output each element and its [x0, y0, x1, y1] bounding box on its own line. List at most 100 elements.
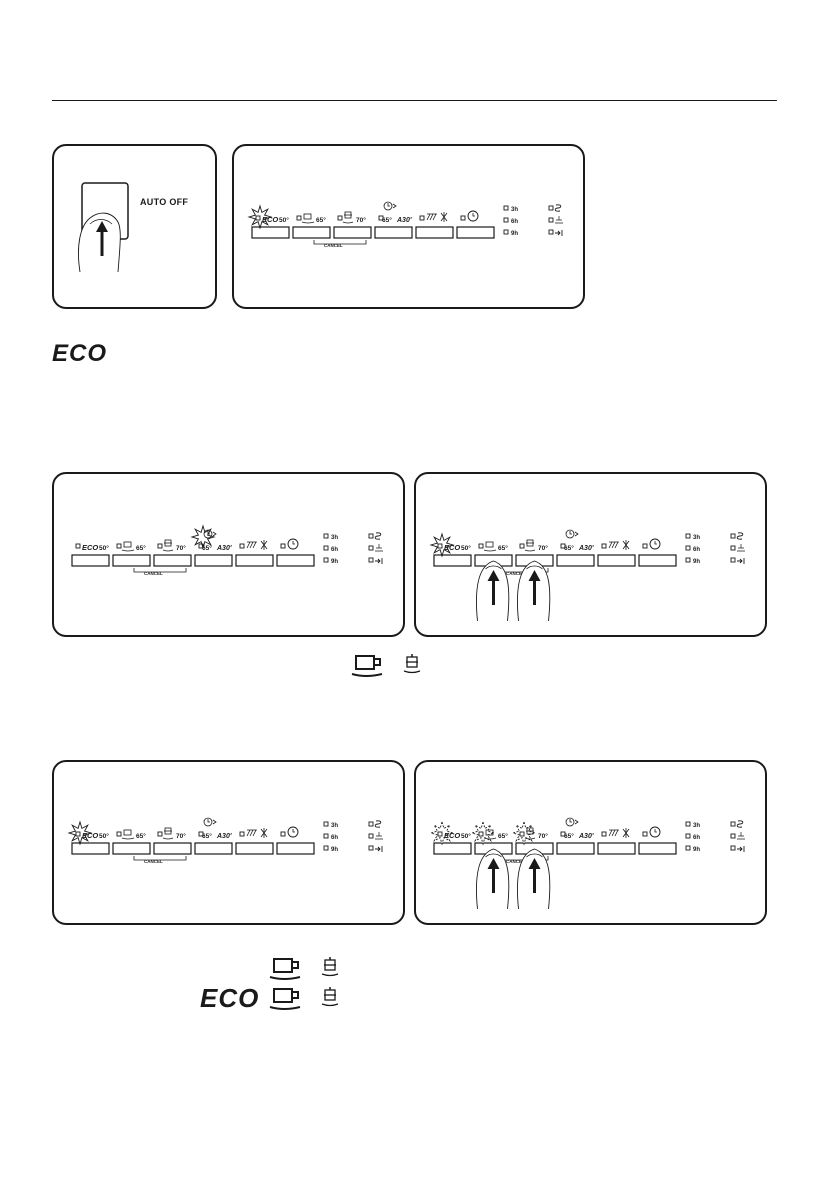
led-delay — [323, 557, 329, 563]
rinse-button[interactable] — [235, 554, 274, 567]
delay-label: 6h — [331, 547, 338, 553]
p70-temp: 70° — [538, 544, 548, 552]
cancel-bracket — [313, 240, 367, 245]
rinse-button[interactable] — [597, 842, 636, 855]
end-icon — [737, 846, 745, 852]
rinse-icon — [426, 213, 437, 221]
cancel-label: CANCEL — [144, 859, 163, 864]
eco-button[interactable] — [71, 842, 110, 855]
quick-wash-icon — [383, 201, 393, 211]
quick-button[interactable] — [556, 554, 595, 567]
cup-icon — [273, 958, 293, 973]
cancel-label: CANCEL — [506, 859, 525, 864]
quick-button[interactable] — [194, 842, 233, 855]
led-rinse — [601, 831, 607, 837]
eco-temp: 50° — [461, 544, 471, 552]
cup-icon — [485, 829, 494, 836]
led-rinse-aid — [368, 833, 374, 839]
rinse-button[interactable] — [235, 842, 274, 855]
quick-wash-icon — [565, 817, 575, 827]
led-70 — [519, 543, 525, 549]
rinse-aid-icon — [737, 544, 745, 552]
end-icon — [737, 558, 745, 564]
led-rinse — [239, 543, 245, 549]
eco-button[interactable] — [71, 554, 110, 567]
timer-button[interactable] — [276, 554, 315, 567]
fast-temp: 65° — [202, 544, 212, 552]
led-rinse-aid — [548, 217, 554, 223]
eco-button[interactable] — [433, 842, 472, 855]
led-salt — [548, 205, 554, 211]
cup-button[interactable] — [112, 554, 151, 567]
cup-icon — [355, 655, 375, 670]
led-delay — [685, 845, 691, 851]
delay-label: 9h — [693, 847, 700, 853]
led-eco — [437, 543, 443, 549]
led-end — [730, 557, 736, 563]
p70-temp: 70° — [176, 832, 186, 840]
fast-mark: A30' — [396, 217, 412, 224]
finger-icon — [78, 212, 121, 273]
pot-button[interactable] — [153, 554, 192, 567]
rinse-icon — [608, 829, 619, 837]
led-delay — [685, 821, 691, 827]
fast-temp: 65° — [202, 832, 212, 840]
led-timer — [642, 543, 648, 549]
cup-button[interactable] — [292, 226, 331, 239]
cup-pot-symbols-2 — [269, 957, 339, 980]
pot-icon — [403, 654, 421, 674]
delay-label: 9h — [331, 847, 338, 853]
rinse-button[interactable] — [597, 554, 636, 567]
rinse-aid-icon — [555, 216, 563, 224]
led-70 — [157, 831, 163, 837]
quick-button[interactable] — [374, 226, 413, 239]
delay-label: 9h — [331, 559, 338, 565]
delay-label: 9h — [511, 231, 518, 237]
led-delay — [685, 533, 691, 539]
end-icon — [555, 230, 563, 236]
cup-button[interactable] — [112, 842, 151, 855]
eco-heading: ECO — [52, 340, 108, 367]
rinse-button[interactable] — [415, 226, 454, 239]
pot-button[interactable] — [333, 226, 372, 239]
eco-temp: 50° — [99, 832, 109, 840]
delay-label: 3h — [331, 535, 338, 541]
p65-temp: 65° — [136, 832, 146, 840]
eco-button[interactable] — [433, 554, 472, 567]
pot-button[interactable] — [153, 842, 192, 855]
led-eco — [255, 215, 261, 221]
quick-button[interactable] — [556, 842, 595, 855]
fast-temp: 65° — [564, 832, 574, 840]
led-delay — [503, 229, 509, 235]
fast-mark: A30' — [578, 545, 594, 552]
timer-button[interactable] — [638, 554, 677, 567]
led-65 — [116, 831, 122, 837]
eco-temp: 50° — [461, 832, 471, 840]
timer-button[interactable] — [638, 842, 677, 855]
p70-temp: 70° — [538, 832, 548, 840]
led-70 — [337, 215, 343, 221]
eco-combo-label: ECO — [200, 983, 260, 1013]
led-rinse-aid — [730, 833, 736, 839]
cancel-label: CANCEL — [144, 571, 163, 576]
clock-icon — [467, 210, 479, 222]
cup-icon — [273, 988, 293, 1003]
p65-temp: 65° — [498, 544, 508, 552]
timer-button[interactable] — [276, 842, 315, 855]
timer-button[interactable] — [456, 226, 495, 239]
eco-button[interactable] — [251, 226, 290, 239]
led-70 — [519, 831, 525, 837]
quick-button[interactable] — [194, 554, 233, 567]
salt-icon — [374, 820, 382, 828]
led-salt — [368, 821, 374, 827]
fast-temp: 65° — [564, 544, 574, 552]
eco-mark: ECO — [82, 543, 98, 552]
eco-temp: 50° — [99, 544, 109, 552]
led-timer — [280, 543, 286, 549]
salt-icon — [736, 532, 744, 540]
rinse-aid-icon — [737, 832, 745, 840]
